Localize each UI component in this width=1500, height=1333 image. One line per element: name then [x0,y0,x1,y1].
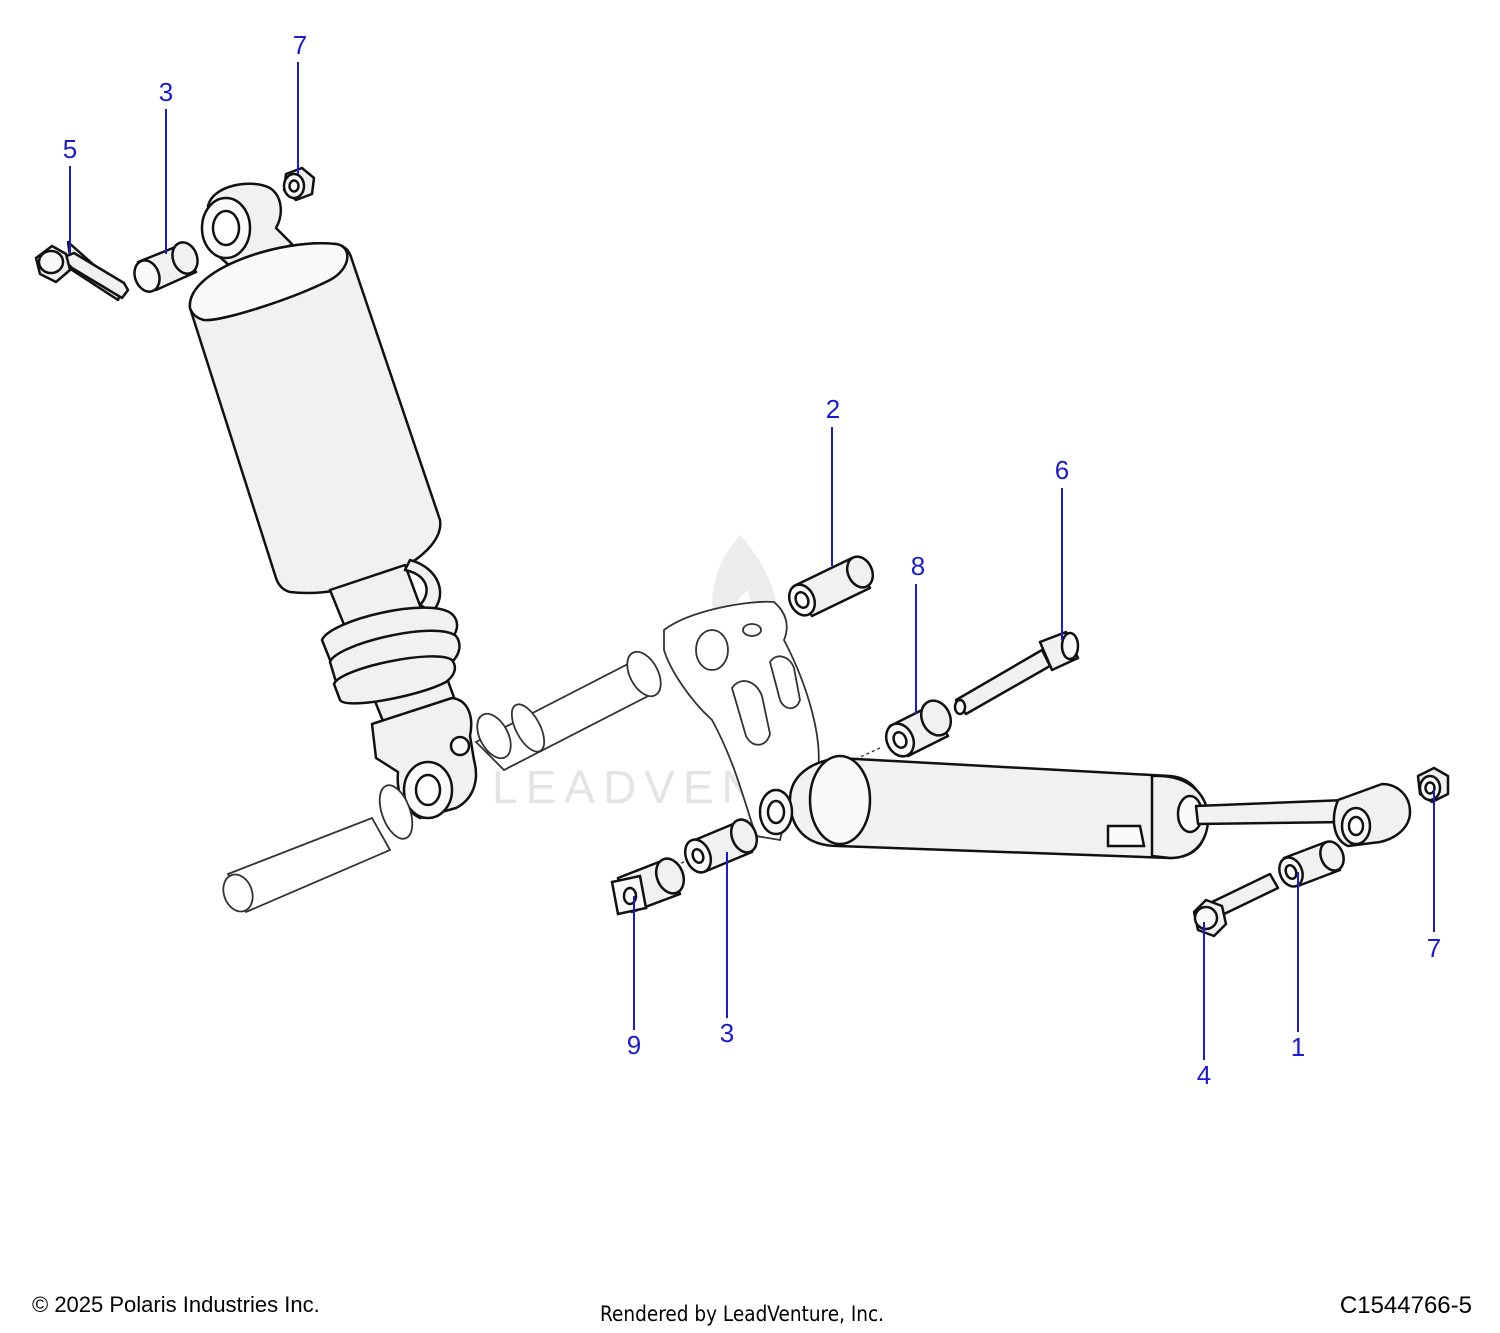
svg-text:9: 9 [627,1030,641,1060]
bolt-part-6 [953,630,1080,716]
svg-text:4: 4 [1197,1060,1211,1090]
shock-body [188,242,442,595]
svg-text:1: 1 [1291,1032,1305,1062]
bolt-part-5 [34,240,130,302]
svg-text:3: 3 [720,1018,734,1048]
callout-2: 2 [826,394,840,566]
steering-damper [758,754,1412,860]
callout-7-top: 7 [293,30,307,174]
spacer-part-2 [787,555,875,618]
callout-3-top: 3 [159,77,173,254]
callout-4: 4 [1197,922,1211,1090]
callout-1: 1 [1291,872,1305,1062]
mount-sleeve-upper [474,650,662,772]
shock-bracket [663,600,820,842]
nut-part-7-top [282,166,316,202]
bushing-part-8 [809,699,953,781]
callout-5: 5 [63,134,77,254]
callout-8: 8 [911,551,925,714]
svg-text:5: 5 [63,134,77,164]
svg-text:8: 8 [911,551,925,581]
callout-6: 6 [1055,455,1069,640]
spacer-part-3-bottom [659,818,759,874]
bushing-part-9 [610,857,686,916]
callout-9: 9 [627,896,641,1060]
shock-bottom-mount [370,696,478,820]
shock-top-mount [200,182,294,268]
diagram-code: C1544766-5 [1339,1292,1472,1319]
svg-text:6: 6 [1055,455,1069,485]
svg-text:7: 7 [293,30,307,60]
copyright-text: © 2025 Polaris Industries Inc. [32,1292,320,1317]
spacer-part-3-top [133,241,199,293]
svg-text:2: 2 [826,394,840,424]
bolt-part-4 [1192,872,1280,938]
callout-3-bottom: 3 [720,852,734,1048]
mount-sleeve-lower [222,784,414,914]
spacer-part-1 [1278,840,1345,888]
svg-text:3: 3 [159,77,173,107]
shock-spring [320,558,461,728]
callout-7-right: 7 [1427,790,1441,963]
svg-text:7: 7 [1427,933,1441,963]
rendered-by-text: Rendered by LeadVenture, Inc. [600,1302,885,1326]
